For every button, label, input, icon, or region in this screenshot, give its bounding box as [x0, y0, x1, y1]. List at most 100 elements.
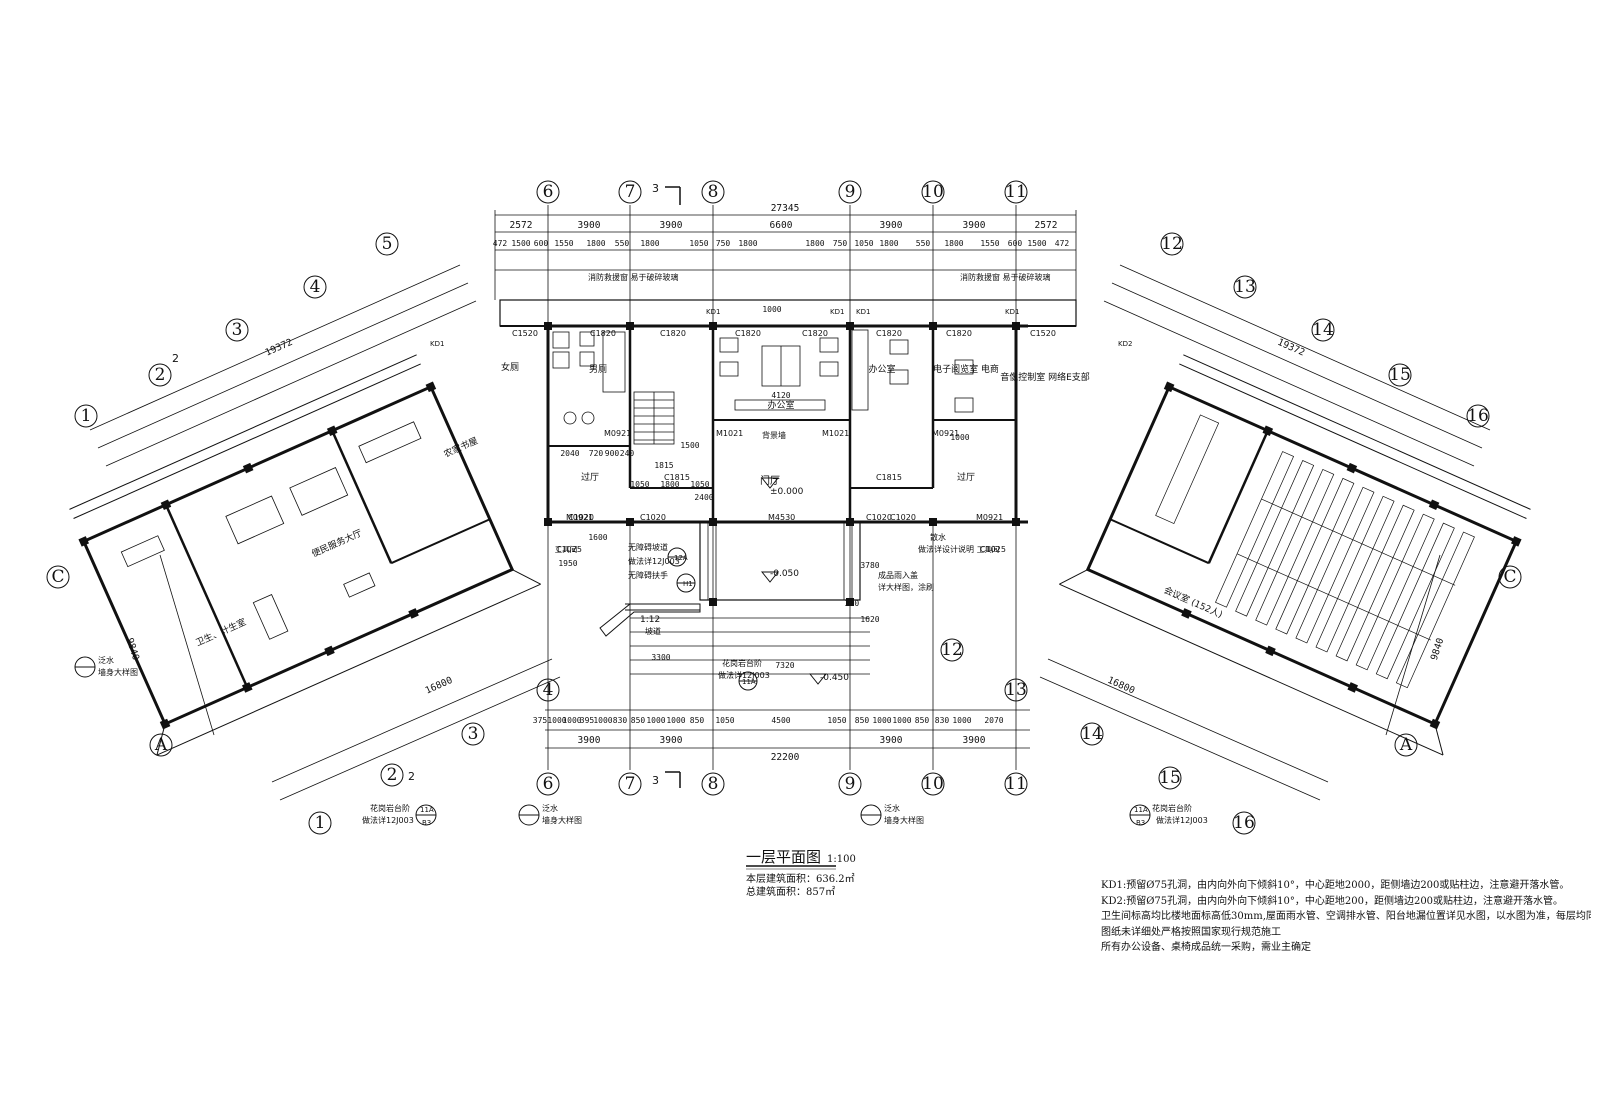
axis-label: 11 — [1005, 182, 1027, 202]
dim-detail: 850 — [631, 716, 646, 725]
kd2-label: KD2 — [1118, 340, 1132, 348]
floor-area: 本层建筑面积：636.2㎡ — [746, 874, 855, 885]
door-window-tags: C1520 C1820 C1820 C1820 C1820 C1820 C182… — [512, 329, 1056, 554]
window-tag: C1020 — [866, 513, 892, 522]
dim-detail: 550 — [615, 239, 630, 248]
dim-total: 19372 — [1276, 337, 1307, 359]
axis-label: 13 — [1005, 680, 1027, 700]
dim-misc: 900 — [605, 449, 620, 458]
dim-detail: 1800 — [944, 239, 963, 248]
wall-detail-label: 泛水 — [542, 803, 558, 813]
dim-detail: 600 — [1008, 239, 1023, 248]
dim-detail: 1800 — [738, 239, 757, 248]
dim-detail: 2070 — [984, 716, 1003, 725]
axis-label: 7 — [625, 774, 636, 794]
door-tag: M0921 — [976, 513, 1003, 522]
dim-misc: 350 — [845, 599, 860, 608]
dim-detail: 1500 — [511, 239, 530, 248]
axis-label: 9 — [845, 182, 856, 202]
axis-label: C — [1503, 567, 1516, 587]
wall-detail-label: 泛水 — [884, 803, 900, 813]
axis-label: 8 — [708, 182, 719, 202]
dim-detail: 1050 — [827, 716, 846, 725]
room-label: 卫生、计生室 — [194, 616, 248, 649]
dim-detail: 1800 — [586, 239, 605, 248]
dim-detail: 1800 — [805, 239, 824, 248]
axis-label: A — [1399, 735, 1413, 755]
axis-label: 14 — [1312, 320, 1334, 340]
dim-detail: 850 — [915, 716, 930, 725]
dim-misc: 2040 — [560, 449, 579, 458]
dim-detail: 472 — [493, 239, 508, 248]
axis-label: 3 — [232, 320, 243, 340]
dim-part: 6600 — [770, 220, 793, 231]
dim-detail: 375 — [533, 716, 548, 725]
axis-label: 4 — [310, 277, 321, 297]
dim-misc: 1050 — [690, 480, 709, 489]
window-tag: C1020 — [890, 513, 916, 522]
dim-detail: 750 — [833, 239, 848, 248]
door-tag: M0921 — [932, 429, 959, 438]
dim-detail: 1050 — [689, 239, 708, 248]
axis-label: 6 — [543, 182, 554, 202]
barrier-free-ref: 做法详12J003 — [628, 556, 680, 566]
axis-label: 7 — [625, 182, 636, 202]
dimension-lines — [89, 186, 1491, 801]
axis-label: 2 — [155, 365, 166, 385]
note-line: 所有办公设备、桌椅成品统一采购，需业主确定 — [1101, 942, 1311, 953]
dim-detail: 550 — [916, 239, 931, 248]
kd1-label: KD1 — [706, 308, 720, 316]
dim-misc: 1600 — [588, 533, 607, 542]
dim-total: 9840 — [124, 637, 142, 662]
index-label: 11A — [420, 806, 434, 814]
right-wing — [1059, 354, 1531, 756]
dim-detail: 1000 — [952, 716, 971, 725]
kd1-label: KD1 — [1005, 308, 1019, 316]
dim-total: 19372 — [264, 337, 295, 359]
dim-misc: 7320 — [775, 661, 794, 670]
dim-misc: 2400 — [694, 493, 713, 502]
dim-detail: 1000 — [562, 716, 581, 725]
general-notes: KD1:预留Ø75孔洞，由内向外向下倾斜10°，中心距地2000，距侧墙边200… — [1101, 878, 1591, 956]
dim-detail: 1000 — [593, 716, 612, 725]
flower-bed-ref: 做法详12J003 — [1156, 815, 1208, 825]
dim-detail: 1000 — [646, 716, 665, 725]
dim-detail: 830 — [613, 716, 628, 725]
room-label: 办公室 — [767, 399, 794, 411]
axis-label: 14 — [1081, 724, 1103, 744]
room-label: 工具间 — [555, 545, 578, 554]
axis-label: 12 — [1161, 234, 1183, 254]
section-marks: 3 3 2 2 — [172, 182, 659, 787]
room-label: 女厕 — [501, 361, 519, 373]
section-label: 3 — [652, 182, 659, 195]
index-label: 11A — [1134, 806, 1148, 814]
elevation-outside: -0.450 — [820, 673, 849, 683]
dim-detail: 1800 — [879, 239, 898, 248]
flower-bed-label: 花岗岩台阶 — [370, 803, 410, 813]
room-label: 电子阅览室 电商 — [933, 363, 999, 375]
dim-misc: 1000 — [950, 433, 969, 442]
backdrop-wall: 背景墙 — [762, 430, 786, 440]
axis-label: 10 — [922, 182, 944, 202]
axis-label: 13 — [1234, 277, 1256, 297]
section-label: 2 — [172, 352, 179, 365]
canopy-label: 成品雨入盖 — [878, 570, 918, 580]
axis-label: 1 — [81, 406, 92, 426]
door-tag: M1021 — [822, 429, 849, 438]
fire-window-left: 消防救援窗 易于破碎玻璃 — [588, 272, 679, 282]
index-label: B3 — [1136, 819, 1145, 827]
dim-misc: 1500 — [680, 441, 699, 450]
room-label: 办公室 — [868, 363, 895, 375]
door-tag: M0921 — [604, 429, 631, 438]
dim-misc: 1800 — [660, 480, 679, 489]
dim-detail: 1550 — [980, 239, 999, 248]
dim-misc: 4120 — [771, 391, 790, 400]
dim-detail: 1000 — [872, 716, 891, 725]
kd1-label: KD1 — [856, 308, 870, 316]
dim-misc: 1950 — [558, 559, 577, 568]
section-label: 2 — [408, 770, 415, 783]
room-label: 工具间 — [977, 545, 1000, 554]
canopy-ref: 详大样图，涂刷 — [878, 582, 934, 592]
axis-label: 6 — [543, 774, 554, 794]
